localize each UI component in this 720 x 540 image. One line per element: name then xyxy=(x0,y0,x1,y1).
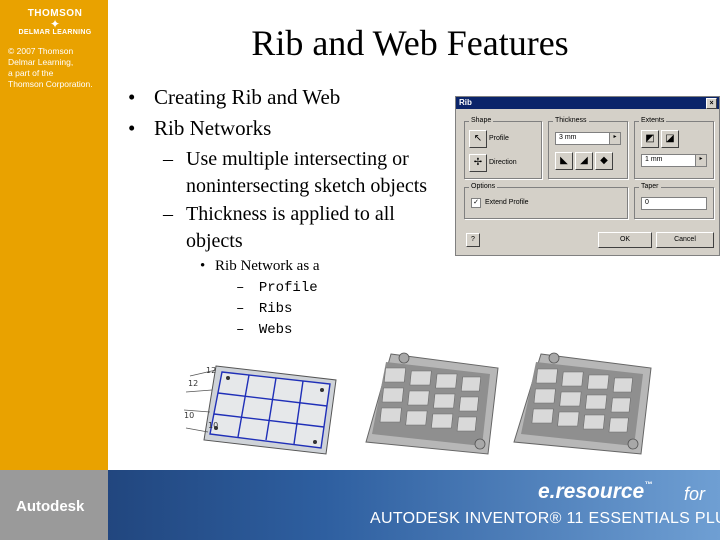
footer-left-panel: Autodesk xyxy=(0,470,108,540)
item-profile: – Profile xyxy=(236,280,318,296)
sub-sub-bullet-rib-network: • Rib Network as a xyxy=(200,258,320,275)
bullet-dot: • xyxy=(200,258,206,274)
logo-main-text: THOMSON xyxy=(27,8,83,19)
bullet-dot: • xyxy=(128,85,136,109)
thickness-label: Thickness xyxy=(553,117,589,124)
item-text: Webs xyxy=(258,322,293,338)
thickness-side2-icon[interactable]: ◢ xyxy=(575,152,593,170)
profile-select-icon[interactable]: ↖ xyxy=(469,130,487,148)
copyright-text: © 2007 Thomson Delmar Learning, a part o… xyxy=(8,46,93,89)
thickness-dropdown-icon[interactable]: ▸ xyxy=(609,133,620,144)
item-dash: – xyxy=(236,301,245,317)
shape-label: Shape xyxy=(469,117,494,124)
sub-bullet-line2: objects xyxy=(186,230,243,252)
bullet-text: Rib Networks xyxy=(154,116,272,140)
extent-finite-icon[interactable]: ◪ xyxy=(661,130,679,148)
eresource-logo: e.resource™ xyxy=(538,480,652,504)
shape-group: Shape ↖ Profile ✢ Direction xyxy=(464,117,542,179)
dim-label: 12 xyxy=(188,379,198,388)
direction-label: Direction xyxy=(489,159,517,166)
slide-title: Rib and Web Features xyxy=(251,23,569,63)
thomson-logo: THOMSON ✦ DELMAR LEARNING xyxy=(8,8,102,36)
item-ribs: – Ribs xyxy=(236,301,292,317)
sub-bullet-multiple-sketch: – Use multiple intersecting or noninters… xyxy=(163,146,427,200)
rib-sketch-figure: 12 12 10 10 xyxy=(183,365,337,455)
for-text: for xyxy=(684,484,706,504)
rib-network-part-2 xyxy=(513,352,652,455)
item-webs: – Webs xyxy=(236,322,292,338)
sub-bullet-line2: nonintersecting sketch objects xyxy=(186,175,428,197)
dim-label: 10 xyxy=(208,421,218,430)
taper-value: 0 xyxy=(645,199,649,206)
taper-group: Taper 0 xyxy=(634,183,714,219)
bullet-text: Creating Rib and Web xyxy=(154,85,341,109)
options-group: Options ✓ Extend Profile xyxy=(464,183,628,219)
extent-input[interactable]: 1 mm ▸ xyxy=(641,154,707,167)
dim-label: 10 xyxy=(184,411,194,420)
autodesk-logo: Autodesk xyxy=(16,498,85,515)
direction-icon[interactable]: ✢ xyxy=(469,154,487,172)
item-text: Ribs xyxy=(258,301,293,317)
extend-profile-label: Extend Profile xyxy=(485,199,529,206)
extents-group: Extents ◩ ◪ 1 mm ▸ xyxy=(634,117,714,179)
sub-bullet-dash: – xyxy=(163,148,173,170)
thickness-value: 3 mm xyxy=(559,134,577,141)
rib-dialog: Rib × Shape ↖ Profile ✢ Direction Thickn… xyxy=(455,96,720,256)
extent-to-next-icon[interactable]: ◩ xyxy=(641,130,659,148)
sub-bullet-dash: – xyxy=(163,203,173,225)
sub-bullet-line1: Use multiple intersecting or xyxy=(186,148,409,170)
sub-bullet-thickness: – Thickness is applied to all objects xyxy=(163,201,395,255)
logo-sub-text: DELMAR LEARNING xyxy=(18,29,92,36)
trademark-mark: ™ xyxy=(644,480,653,489)
item-text: Profile xyxy=(258,280,318,296)
bullet-text: Rib Network as a xyxy=(215,258,320,274)
dialog-title-bar[interactable]: Rib × xyxy=(456,97,719,109)
taper-input[interactable]: 0 xyxy=(641,197,707,210)
eresource-text: e.resource xyxy=(538,480,645,503)
extents-label: Extents xyxy=(639,117,667,124)
extent-value: 1 mm xyxy=(645,156,663,163)
thickness-group: Thickness 3 mm ▸ ◣ ◢ ◆ xyxy=(548,117,628,179)
product-name: AUTODESK INVENTOR® 11 ESSENTIALS PLUS xyxy=(370,510,720,527)
extent-dropdown-icon[interactable]: ▸ xyxy=(695,155,706,166)
cancel-button[interactable]: Cancel xyxy=(656,232,714,248)
sub-bullet-line1: Thickness is applied to all xyxy=(186,203,395,225)
footer-banner: Autodesk e.resource™ for AUTODESK INVENT… xyxy=(0,470,720,540)
profile-label: Profile xyxy=(489,135,509,142)
item-dash: – xyxy=(236,280,245,296)
thickness-side1-icon[interactable]: ◣ xyxy=(555,152,573,170)
item-dash: – xyxy=(236,322,245,338)
help-button[interactable]: ? xyxy=(466,233,480,247)
ok-button[interactable]: OK xyxy=(598,232,652,248)
taper-label: Taper xyxy=(639,183,661,190)
rib-network-figures: 12 12 10 10 xyxy=(183,352,652,455)
rib-network-part-1 xyxy=(365,352,499,455)
bullet-dot: • xyxy=(128,116,136,140)
extend-profile-checkbox[interactable]: ✓ xyxy=(471,198,481,208)
dialog-title: Rib xyxy=(459,98,472,107)
thickness-input[interactable]: 3 mm ▸ xyxy=(555,132,621,145)
dim-label: 12 xyxy=(206,366,216,375)
close-button[interactable]: × xyxy=(706,98,717,109)
sidebar: THOMSON ✦ DELMAR LEARNING © 2007 Thomson… xyxy=(0,0,108,540)
options-label: Options xyxy=(469,183,498,190)
thickness-symmetric-icon[interactable]: ◆ xyxy=(595,152,613,170)
star-icon: ✦ xyxy=(49,17,61,31)
